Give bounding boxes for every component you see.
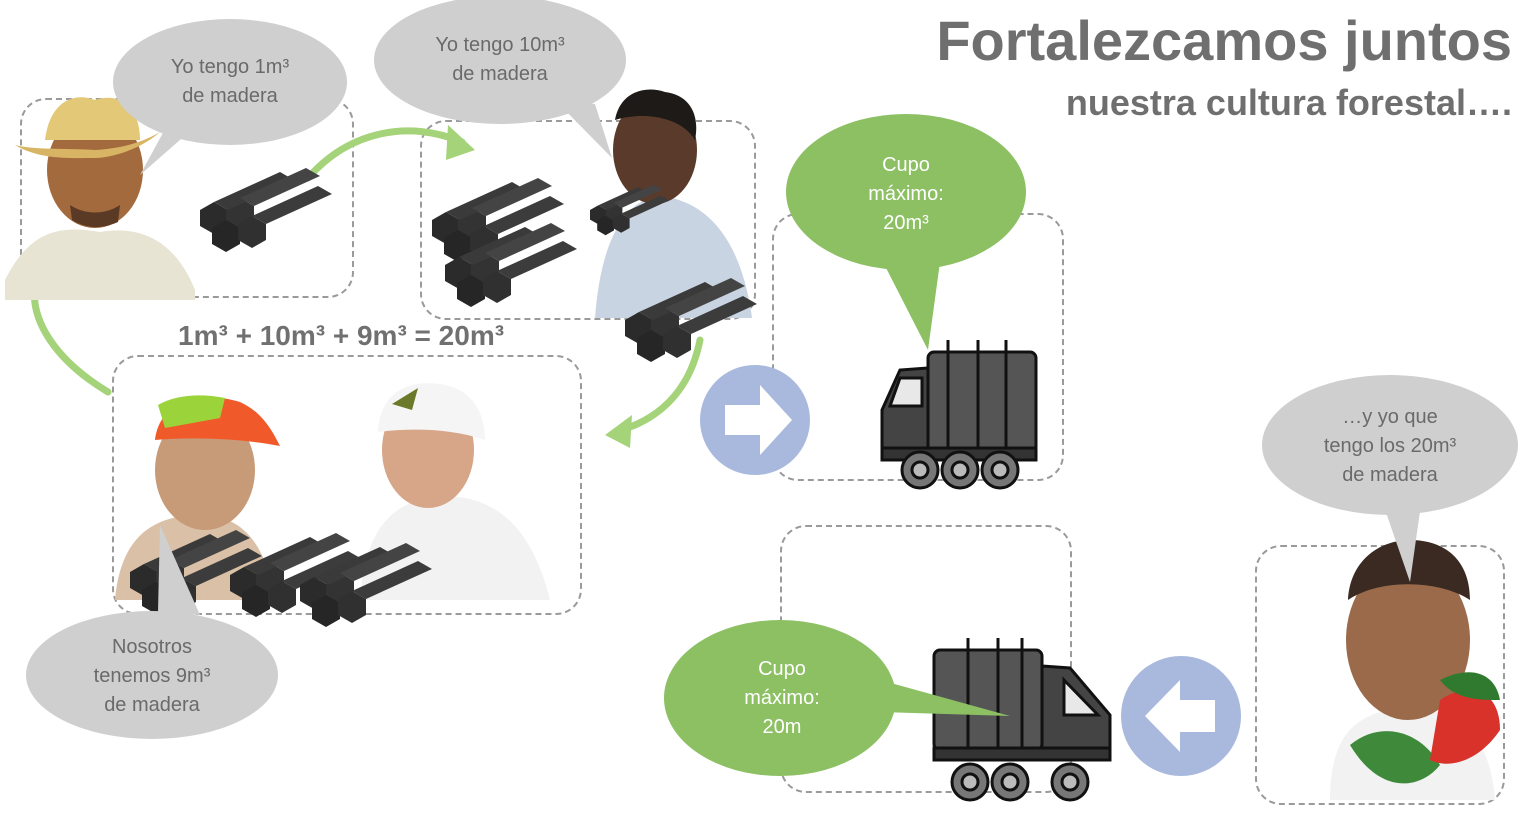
speech-bubble-farmer4: …y yo que tengo los 20m³ de madera xyxy=(1290,400,1490,492)
page-subtitle: nuestra cultura forestal…. xyxy=(1065,82,1512,123)
farmer1-logs xyxy=(200,168,332,252)
arrow-right-icon xyxy=(700,365,810,475)
bubble-line: …y yo que xyxy=(1342,405,1438,428)
bubble-line: máximo: xyxy=(744,686,820,709)
speech-bubble-truck-bottom: Cupo máximo: 20m xyxy=(702,652,862,744)
truck-icon-bottom xyxy=(932,638,1112,802)
bubble-line: Cupo xyxy=(882,153,930,176)
truck-icon xyxy=(880,340,1038,490)
page-title: Fortalezcamos juntos xyxy=(936,9,1512,72)
bubble-line: de madera xyxy=(452,63,548,85)
speech-bubble-farmer2: Yo tengo 10m³ de madera xyxy=(400,20,600,100)
bubble-line: 20m xyxy=(762,715,802,738)
bubble-line: máximo: xyxy=(868,182,944,205)
speech-bubble-truck-top: Cupo máximo: 20m³ xyxy=(826,148,986,240)
farmer1-figure xyxy=(5,97,195,300)
bubble-line: de madera xyxy=(182,85,278,107)
volume-equation: 1m³ + 10m³ + 9m³ = 20m³ xyxy=(178,320,505,351)
bubble-line: Nosotros xyxy=(111,635,193,658)
bubble-line: Cupo xyxy=(758,657,806,680)
arrow-left-icon xyxy=(1121,656,1241,776)
farmer4-figure xyxy=(1330,540,1500,800)
bubble-line: de madera xyxy=(1342,463,1438,486)
speech-bubble-farmer1: Yo tengo 1m³ de madera xyxy=(130,42,330,122)
speech-bubble-shapes xyxy=(26,0,1518,776)
bubble-line: 20m³ xyxy=(883,211,929,234)
speech-bubble-group: Nosotros tenemos 9m³ de madera xyxy=(52,630,252,722)
bubble-line: tenemos 9m³ xyxy=(93,664,211,687)
bubble-line: Yo tengo 1m³ xyxy=(170,56,290,78)
farmer4-box xyxy=(1255,545,1505,805)
bubble-line: de madera xyxy=(104,693,200,716)
bubble-line: Yo tengo 10m³ xyxy=(435,34,565,56)
bubble-line: tengo los 20m³ xyxy=(1323,434,1457,457)
